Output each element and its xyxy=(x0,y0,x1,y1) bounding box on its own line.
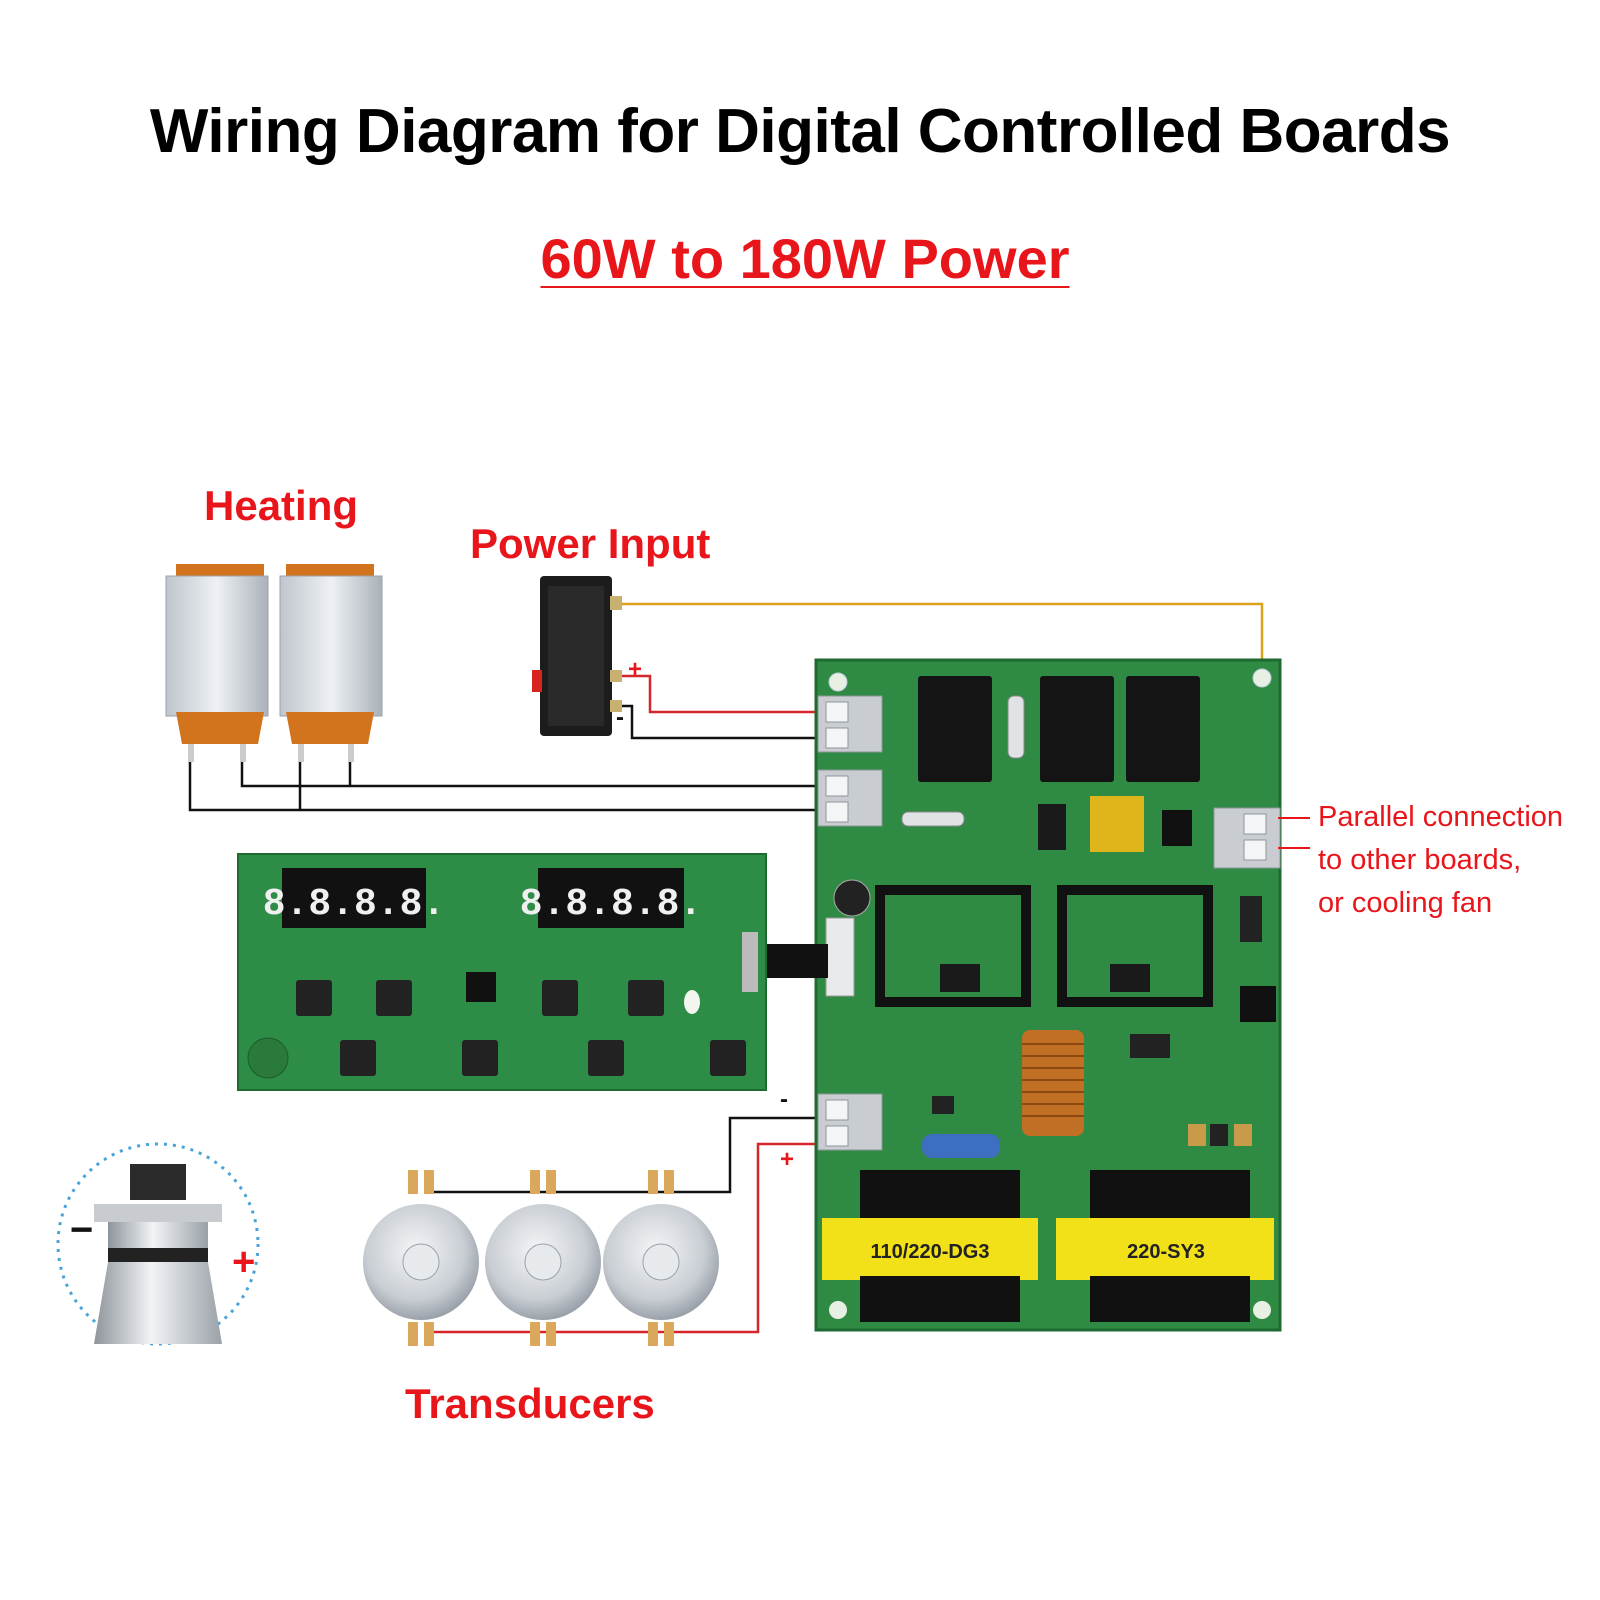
heating-element-right xyxy=(279,564,383,762)
page-title: Wiring Diagram for Digital Controlled Bo… xyxy=(149,97,1451,166)
label-heating: Heating xyxy=(204,482,359,529)
display-board xyxy=(237,853,767,1091)
detail-minus-sign: − xyxy=(70,1208,94,1252)
wire-power-black xyxy=(622,704,830,740)
label-parallel-line-1: Parallel connection xyxy=(1318,801,1564,833)
wire-heat-a xyxy=(188,762,830,812)
detail-plus-sign: + xyxy=(232,1240,256,1284)
heating-element-left xyxy=(165,564,269,762)
terminal-transducer xyxy=(817,1093,883,1151)
transducer-plus-sign: + xyxy=(780,1146,795,1173)
wire-power-red xyxy=(622,674,830,714)
wire-ground-yellow xyxy=(622,602,1264,672)
power-plus-sign: + xyxy=(628,656,643,683)
label-parallel-line-2: to other boards, xyxy=(1318,844,1522,876)
display-1: 8.8.8.8. xyxy=(263,883,445,926)
power-minus-sign: - xyxy=(616,704,624,731)
label-parallel-connection: Parallel connection to other boards, or … xyxy=(1318,796,1563,925)
page-subtitle: 60W to 180W Power xyxy=(540,227,1070,290)
wire-transducer-pos xyxy=(430,1142,830,1334)
wire-heat-b xyxy=(240,762,830,788)
transducer-detail xyxy=(56,1142,260,1346)
display-2: 8.8.8.8. xyxy=(520,883,702,926)
transducer-minus-sign: - xyxy=(780,1086,788,1113)
terminal-parallel xyxy=(1213,807,1281,869)
power-input-socket xyxy=(532,576,622,736)
ribbon-cable xyxy=(766,944,828,978)
main-power-board: 110/220-DG3 220-SY3 xyxy=(814,658,1282,1332)
transformer-label-1: 110/220-DG3 xyxy=(871,1241,990,1263)
label-power-input: Power Input xyxy=(470,520,711,567)
transformer-label-2: 220-SY3 xyxy=(1127,1241,1205,1263)
label-transducers: Transducers xyxy=(405,1380,655,1427)
transformer-sy3 xyxy=(1056,1218,1274,1280)
transformer-dg3 xyxy=(822,1218,1038,1280)
terminal-heating xyxy=(817,769,883,827)
label-parallel-line-3: or cooling fan xyxy=(1318,887,1493,919)
terminal-power xyxy=(817,695,883,753)
transducer-discs xyxy=(363,1170,719,1346)
wire-transducer-neg xyxy=(430,1116,830,1194)
